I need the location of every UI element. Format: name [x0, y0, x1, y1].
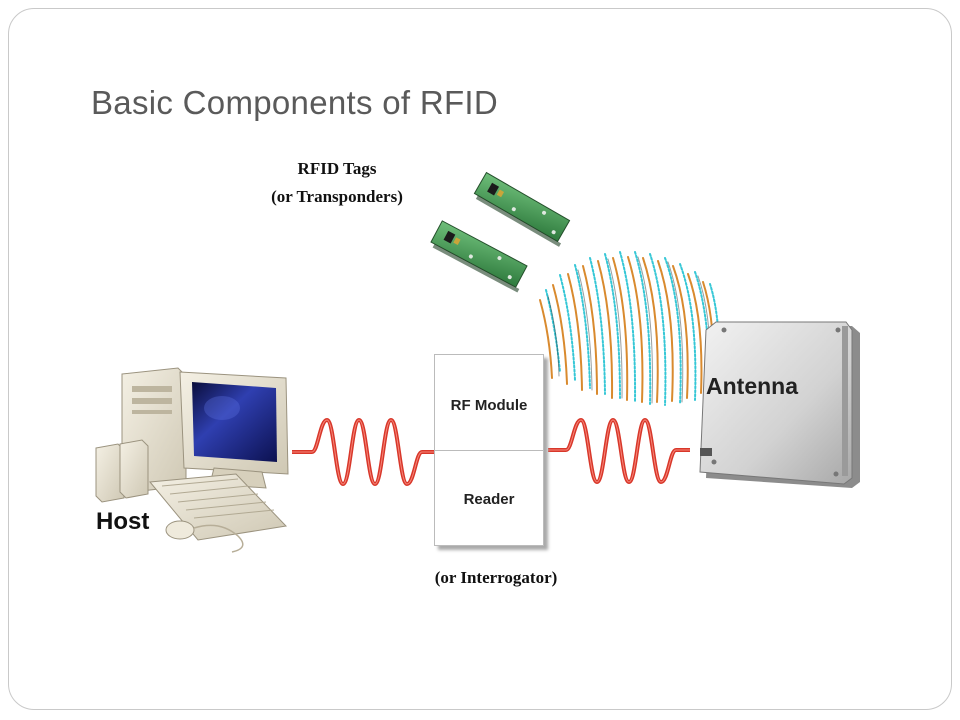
rfid-tags-label-line1: RFID Tags: [297, 159, 377, 178]
reader-label: Reader: [463, 491, 515, 508]
rfid-tags-label: RFID Tags (or Transponders): [232, 155, 442, 211]
rfid-tag-upper: [473, 171, 571, 247]
rf-field-waves: [539, 251, 720, 406]
reader-divider: [435, 450, 543, 451]
antenna-device: [699, 321, 860, 488]
rfid-tags-label-line2: (or Transponders): [271, 187, 403, 206]
reader-antenna-signal-wave: [548, 418, 690, 484]
slide-title: Basic Components of RFID: [91, 84, 499, 121]
host-reader-signal-wave: [292, 418, 436, 486]
rf-module-label: RF Module: [450, 397, 528, 414]
antenna-label: Antenna: [706, 373, 798, 399]
host-label: Host: [96, 508, 150, 535]
interrogator-label: (or Interrogator): [434, 568, 558, 587]
host-computer: [95, 367, 289, 553]
rfid-tag-lower: [430, 220, 528, 293]
reader-unit: RF Module Reader: [434, 354, 544, 546]
